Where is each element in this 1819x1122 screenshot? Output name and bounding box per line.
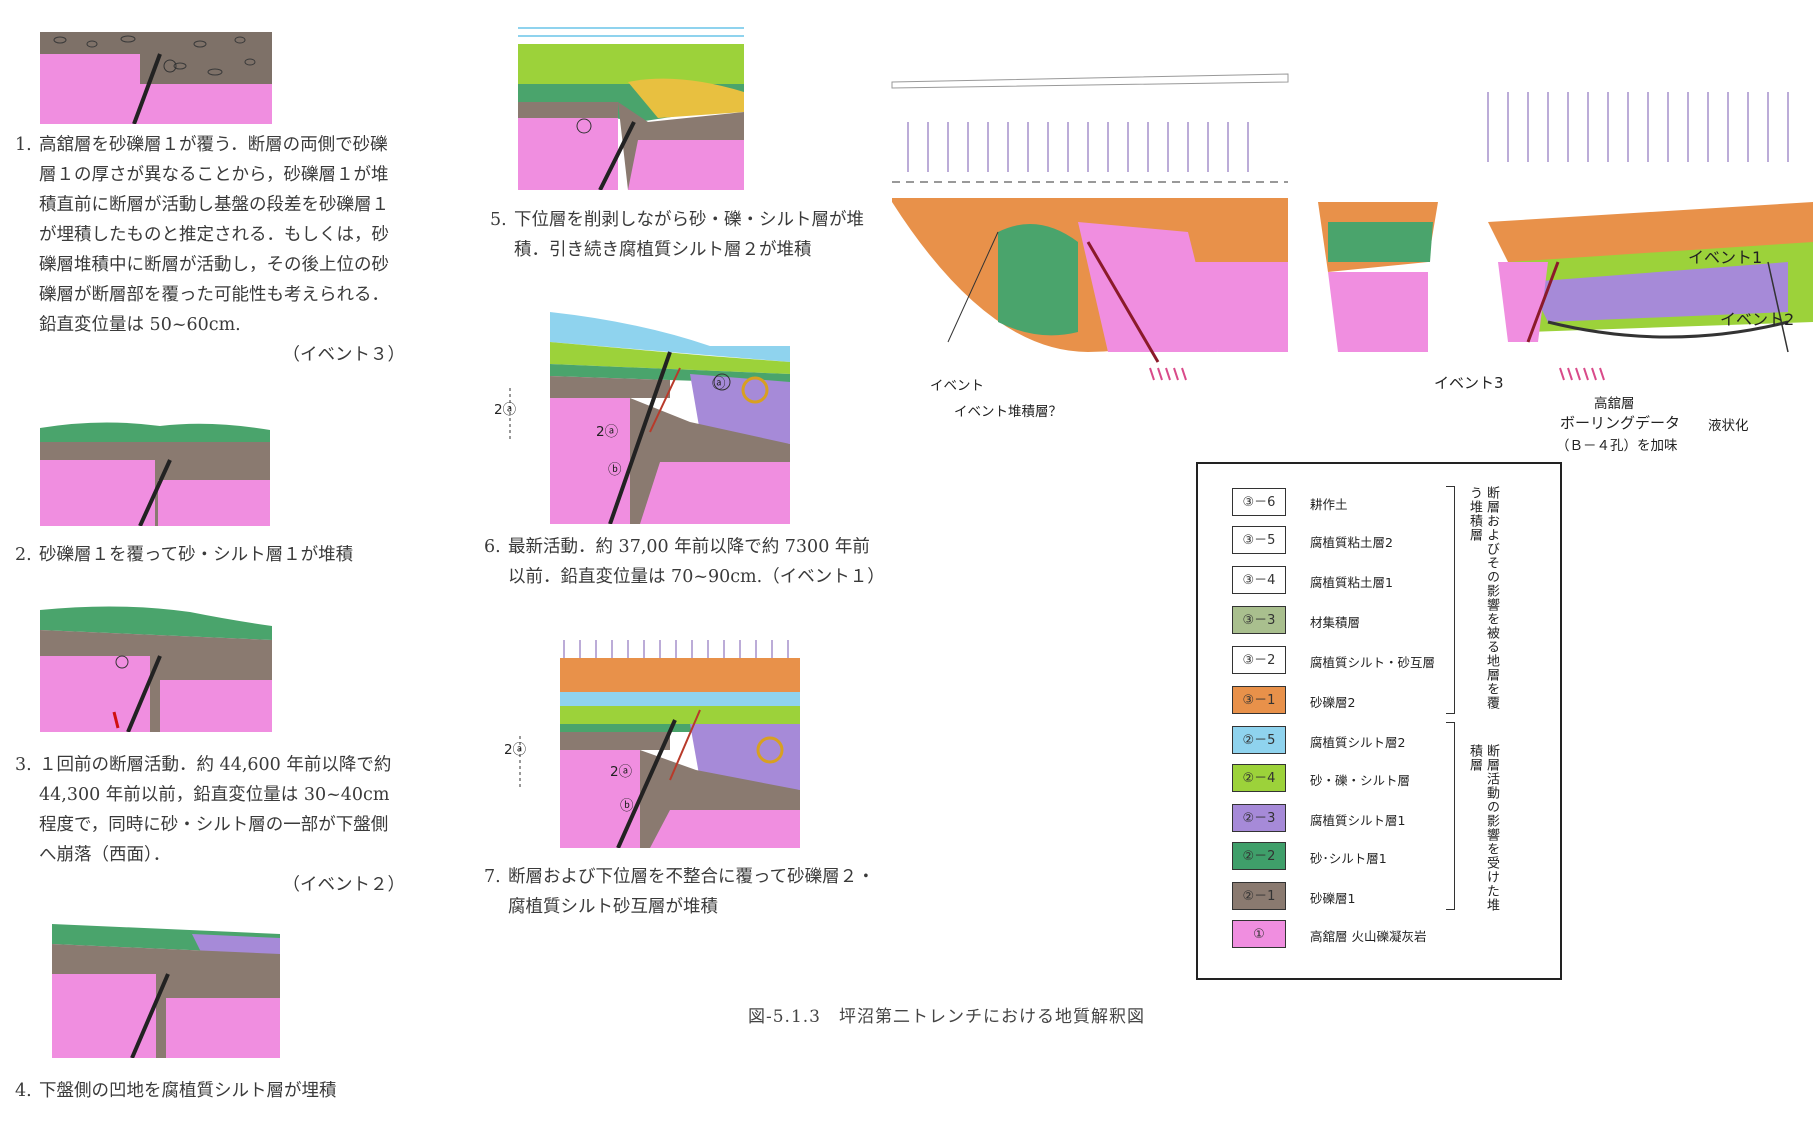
legend-swatch: ① bbox=[1232, 920, 1286, 948]
stage-7-diagram bbox=[500, 640, 800, 848]
legend-bracket-upper bbox=[1446, 486, 1455, 714]
trench-label-event3: イベント3 bbox=[1434, 374, 1504, 392]
legend-group-lower: 断層活動の影響を受けた堆積層 bbox=[1467, 744, 1499, 912]
legend-label: 高舘層 火山礫凝灰岩 bbox=[1310, 929, 1427, 944]
stage-4-diagram bbox=[52, 918, 280, 1058]
legend-item: ②－1 砂礫層1 bbox=[1232, 882, 1532, 912]
figure-caption: 図-5.1.3 坪沼第二トレンチにおける地質解釈図 bbox=[748, 1007, 1145, 1027]
legend-item: ③－4 腐植質粘土層1 bbox=[1232, 566, 1532, 596]
caption-stage-6: 6. 最新活動．約 37,00 年前以降で約 7300 年前以前．鉛直変位量は 7… bbox=[484, 532, 885, 592]
caption-number: 7. bbox=[484, 867, 501, 887]
caption-text: １回前の断層活動．約 44,600 年前以降で約 44,300 年前以前，鉛直変… bbox=[39, 755, 392, 865]
caption-number: 3. bbox=[15, 755, 32, 775]
legend-label: 腐植質粘土層1 bbox=[1310, 575, 1393, 590]
mark-2a-left: 2ⓐ bbox=[494, 402, 517, 418]
caption-text: 砂礫層１を覆って砂・シルト層１が堆積 bbox=[39, 545, 354, 565]
legend-label: 砂･シルト層1 bbox=[1310, 851, 1387, 866]
caption-stage-7: 7. 断層および下位層を不整合に覆って砂礫層２・腐植質シルト砂互層が堆積 bbox=[484, 862, 884, 922]
caption-text: 高舘層を砂礫層１が覆う．断層の両側で砂礫層１の厚さが異なることから，砂礫層１が堆… bbox=[39, 135, 389, 335]
mark-b-7: ⓑ bbox=[620, 798, 634, 814]
caption-text: 下盤側の凹地を腐植質シルト層が埋積 bbox=[39, 1081, 337, 1101]
legend-swatch: ③－3 bbox=[1232, 606, 1286, 634]
trench-label-takadate: 高舘層 bbox=[1594, 396, 1635, 412]
legend-item: ②－3 腐植質シルト層1 bbox=[1232, 804, 1532, 834]
stage-1-diagram bbox=[40, 32, 272, 124]
stage-6-diagram bbox=[490, 312, 800, 524]
legend-swatch: ③－2 bbox=[1232, 646, 1286, 674]
caption-number: 4. bbox=[15, 1081, 32, 1101]
caption-stage-3: 3. １回前の断層活動．約 44,600 年前以降で約 44,300 年前以前，鉛… bbox=[15, 750, 405, 900]
caption-stage-2: 2. 砂礫層１を覆って砂・シルト層１が堆積 bbox=[15, 540, 405, 570]
caption-number: 6. bbox=[484, 537, 501, 557]
caption-number: 2. bbox=[15, 545, 32, 565]
legend-label: 耕作土 bbox=[1310, 497, 1348, 512]
legend-label: 腐植質シルト層1 bbox=[1310, 813, 1406, 828]
trench-label-event: イベント bbox=[930, 378, 984, 394]
mark-a: ⓐ bbox=[712, 376, 726, 392]
legend-swatch: ③－5 bbox=[1232, 526, 1286, 554]
stage-2-diagram bbox=[40, 408, 270, 526]
legend-bracket-lower bbox=[1446, 722, 1455, 910]
legend: ③－6 耕作土 ③－5 腐植質粘土層2 ③－4 腐植質粘土層1 ③－3 材集積層 ③－2 腐植質シ… bbox=[1196, 462, 1562, 980]
legend-swatch: ②－1 bbox=[1232, 882, 1286, 910]
trench-label-boring-note: （Ｂ－４孔）を加味 bbox=[1556, 438, 1678, 454]
mark-2a-left-7: 2ⓐ bbox=[504, 742, 527, 758]
caption-stage-1: 1. 高舘層を砂礫層１が覆う．断層の両側で砂礫層１の厚さが異なることから，砂礫層１… bbox=[15, 130, 405, 370]
mark-b: ⓑ bbox=[608, 462, 622, 478]
caption-text: 断層および下位層を不整合に覆って砂礫層２・腐植質シルト砂互層が堆積 bbox=[508, 867, 875, 917]
legend-swatch: ②－4 bbox=[1232, 764, 1286, 792]
legend-item: ③－1 砂礫層2 bbox=[1232, 686, 1532, 716]
legend-label: 腐植質シルト層2 bbox=[1310, 735, 1406, 750]
legend-swatch: ②－5 bbox=[1232, 726, 1286, 754]
caption-event: （イベント３） bbox=[282, 345, 406, 365]
legend-label: 腐植質シルト・砂互層 bbox=[1310, 655, 1436, 670]
legend-item: ②－4 砂・礫・シルト層 bbox=[1232, 764, 1532, 794]
caption-stage-4: 4. 下盤側の凹地を腐植質シルト層が埋積 bbox=[15, 1076, 405, 1106]
legend-item: ②－2 砂･シルト層1 bbox=[1232, 842, 1532, 872]
legend-label: 腐植質粘土層2 bbox=[1310, 535, 1393, 550]
legend-swatch: ②－3 bbox=[1232, 804, 1286, 832]
trench-label-event2: イベント2 bbox=[1720, 310, 1795, 329]
legend-label: 砂・礫・シルト層 bbox=[1310, 773, 1411, 788]
legend-label: 砂礫層1 bbox=[1310, 891, 1356, 906]
trench-label-liquefaction: 液状化 bbox=[1708, 418, 1749, 434]
legend-group-upper: 断層およびその影響を被る地層を覆う堆積層 bbox=[1467, 486, 1499, 710]
caption-number: 5. bbox=[490, 210, 507, 230]
legend-item: ① 高舘層 火山礫凝灰岩 bbox=[1232, 920, 1532, 950]
legend-swatch: ③－6 bbox=[1232, 488, 1286, 516]
mark-2a: 2ⓐ bbox=[596, 424, 619, 440]
trench-section-diagram bbox=[888, 22, 1818, 382]
legend-item: ②－5 腐植質シルト層2 bbox=[1232, 726, 1532, 756]
trench-label-event-deposit: イベント堆積層？ bbox=[954, 404, 1062, 420]
caption-event: （イベント２） bbox=[282, 875, 406, 895]
trench-label-event1: イベント1 bbox=[1688, 248, 1763, 267]
mark-2a-7: 2ⓐ bbox=[610, 764, 633, 780]
stage-5-diagram bbox=[518, 22, 744, 190]
caption-stage-5: 5. 下位層を削剥しながら砂・礫・シルト層が堆積．引き続き腐植質シルト層２が堆積 bbox=[490, 205, 880, 265]
legend-item: ③－5 腐植質粘土層2 bbox=[1232, 526, 1532, 556]
caption-number: 1. bbox=[15, 135, 32, 155]
trench-label-boring: ボーリングデータ bbox=[1560, 414, 1681, 432]
legend-swatch: ②－2 bbox=[1232, 842, 1286, 870]
legend-item: ③－3 材集積層 bbox=[1232, 606, 1532, 636]
legend-item: ③－6 耕作土 bbox=[1232, 488, 1532, 518]
legend-label: 砂礫層2 bbox=[1310, 695, 1356, 710]
legend-label: 材集積層 bbox=[1310, 615, 1361, 630]
stage-3-diagram bbox=[40, 600, 272, 732]
caption-text: 最新活動．約 37,00 年前以降で約 7300 年前以前．鉛直変位量は 70~… bbox=[508, 537, 885, 587]
legend-item: ③－2 腐植質シルト・砂互層 bbox=[1232, 646, 1532, 676]
legend-swatch: ③－4 bbox=[1232, 566, 1286, 594]
caption-text: 下位層を削剥しながら砂・礫・シルト層が堆積．引き続き腐植質シルト層２が堆積 bbox=[514, 210, 864, 260]
legend-swatch: ③－1 bbox=[1232, 686, 1286, 714]
